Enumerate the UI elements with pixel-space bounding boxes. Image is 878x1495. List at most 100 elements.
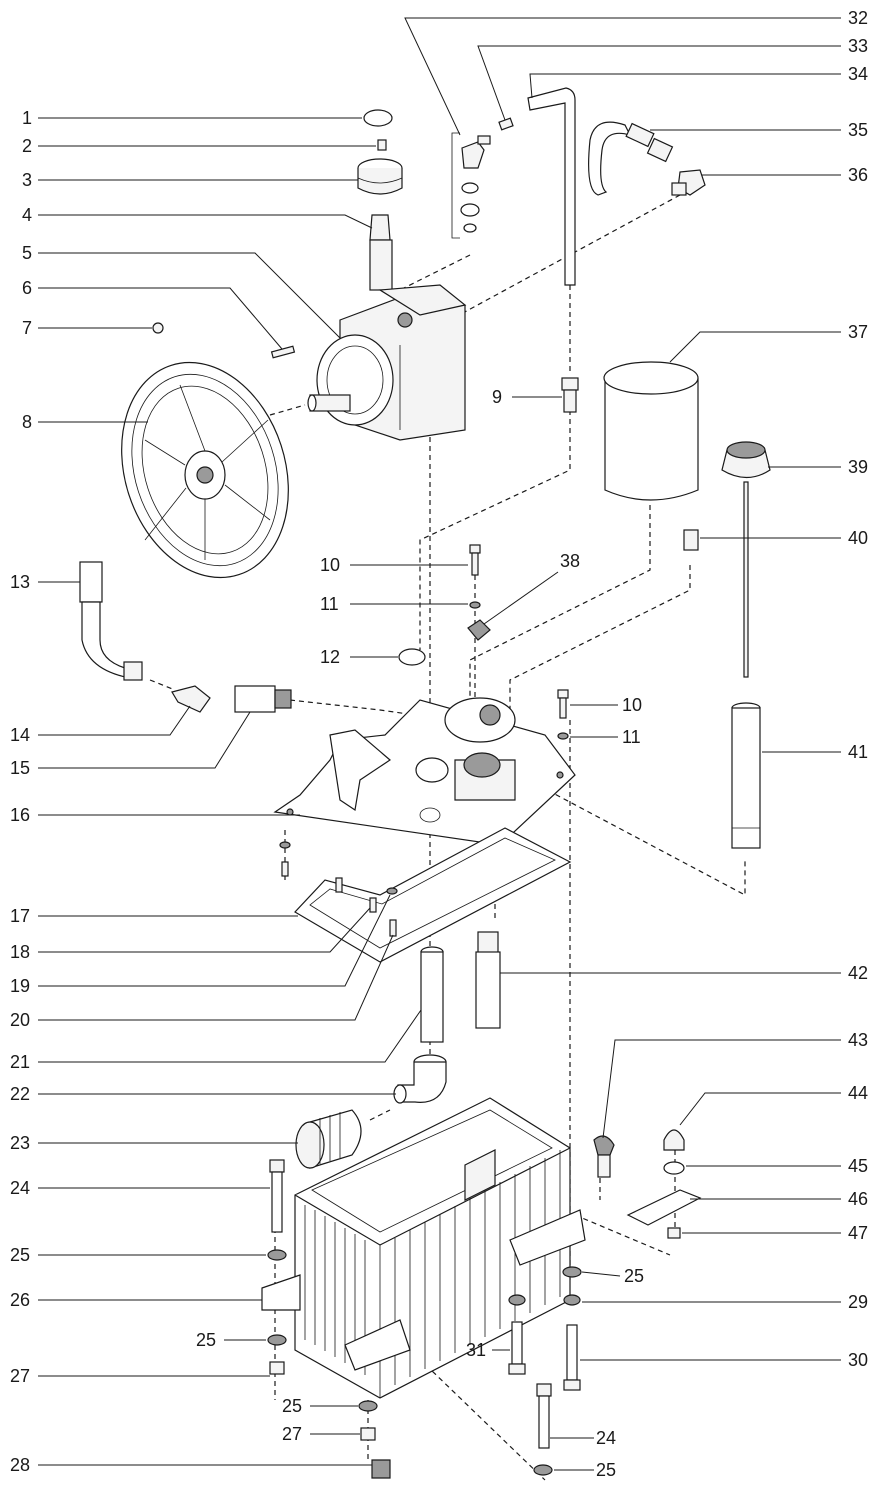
label-28: 28 (10, 1455, 30, 1475)
washer-left (279, 841, 291, 849)
part-45-washer (663, 1161, 685, 1175)
part-5-pump-body (307, 284, 467, 441)
label-7: 7 (22, 318, 32, 338)
label-10-right: 10 (622, 695, 642, 715)
part-8-pulley (121, 361, 289, 579)
part-24-bolt-bottom (536, 1383, 552, 1449)
screw-left-1 (335, 877, 343, 893)
label-46: 46 (848, 1189, 868, 1209)
label-19: 19 (10, 976, 30, 996)
label-33: 33 (848, 36, 868, 56)
label-22: 22 (10, 1084, 30, 1104)
label-29: 29 (848, 1292, 868, 1312)
label-11: 11 (320, 594, 339, 614)
part-9-fitting (561, 377, 579, 413)
label-2: 2 (22, 136, 32, 156)
label-18: 18 (10, 942, 30, 962)
label-11-right: 11 (622, 727, 641, 747)
label-26: 26 (10, 1290, 30, 1310)
part-35-hose (588, 121, 674, 196)
part-19-washer (386, 887, 398, 895)
part-32-elbow-assembly (451, 132, 491, 239)
part-10-bolt (469, 544, 481, 576)
label-4: 4 (22, 205, 32, 225)
label-35: 35 (848, 120, 868, 140)
label-32: 32 (848, 8, 868, 28)
label-25-mid-right: 25 (624, 1266, 644, 1286)
label-45: 45 (848, 1156, 868, 1176)
part-33-nipple (498, 117, 514, 131)
part-31-bolt (508, 1321, 526, 1375)
label-25-bottom-right: 25 (596, 1460, 616, 1480)
part-28-drain-plug (371, 1459, 391, 1479)
part-21-pipe-nipple (420, 946, 444, 1043)
part-16-cover-plate (273, 697, 576, 846)
part-39-dipstick-cap (721, 441, 771, 678)
label-38: 38 (560, 551, 580, 571)
part-1-cap-disc (363, 109, 393, 127)
part-27-nut-b (360, 1427, 376, 1441)
part-30-bolt (563, 1324, 581, 1391)
label-20: 20 (10, 1010, 30, 1030)
part-13-hose (79, 561, 143, 681)
part-43-valve (593, 1135, 615, 1178)
label-13: 13 (10, 572, 30, 592)
part-25-washer-a (267, 1249, 287, 1261)
label-24: 24 (10, 1178, 30, 1198)
part-44-cap-nut (663, 1129, 685, 1151)
part-23-strainer (295, 1109, 362, 1169)
part-number-labels: 1 2 3 4 5 6 7 8 9 10 11 12 13 14 15 16 1… (10, 8, 868, 1480)
leader-lines (38, 17, 841, 1471)
label-41: 41 (848, 742, 868, 762)
label-27-bottom: 27 (282, 1424, 302, 1444)
label-43: 43 (848, 1030, 868, 1050)
label-1: 1 (22, 108, 32, 128)
reservoir-housing (261, 1097, 586, 1399)
part-11-washer (469, 601, 481, 609)
label-27: 27 (10, 1366, 30, 1386)
label-21: 21 (10, 1052, 30, 1072)
label-24-bottom: 24 (596, 1428, 616, 1448)
label-9: 9 (492, 387, 502, 407)
part-2-plug (377, 139, 387, 151)
part-14-elbow-fitting (171, 685, 211, 713)
part-47-nut (667, 1227, 681, 1239)
part-37-filter (603, 361, 699, 501)
part-18-screw (369, 897, 377, 913)
part-41-dipstick-tube (731, 702, 761, 849)
label-31: 31 (466, 1340, 486, 1360)
part-38-clip (467, 619, 491, 641)
label-6: 6 (22, 278, 32, 298)
part-40-plug (683, 529, 699, 551)
screw-left-2 (281, 861, 289, 877)
label-25: 25 (10, 1245, 30, 1265)
part-27-nut-a (269, 1361, 285, 1375)
part-24-bolt-left (269, 1159, 285, 1233)
label-30: 30 (848, 1350, 868, 1370)
part-10-bolt-right (557, 689, 569, 719)
label-34: 34 (848, 64, 868, 84)
part-17-gasket (294, 827, 572, 963)
label-39: 39 (848, 457, 868, 477)
label-5: 5 (22, 243, 32, 263)
label-10: 10 (320, 555, 340, 575)
label-40: 40 (848, 528, 868, 548)
part-34-tube (527, 87, 576, 286)
part-7-set-screw (152, 322, 164, 334)
part-6-key (270, 345, 296, 359)
label-47: 47 (848, 1223, 868, 1243)
label-3: 3 (22, 170, 32, 190)
washer-31 (508, 1294, 526, 1306)
label-12: 12 (320, 647, 340, 667)
label-25-bottom-left: 25 (282, 1396, 302, 1416)
part-15-adapter (234, 685, 292, 713)
part-25-washer-d (562, 1266, 582, 1278)
label-23: 23 (10, 1133, 30, 1153)
part-25-washer-b (267, 1334, 287, 1346)
part-12-seal-ring (398, 648, 426, 666)
label-36: 36 (848, 165, 868, 185)
part-29-lock-washer (563, 1294, 581, 1306)
part-22-elbow (393, 1054, 447, 1104)
label-25-mid-left: 25 (196, 1330, 216, 1350)
part-36-elbow (671, 169, 706, 196)
